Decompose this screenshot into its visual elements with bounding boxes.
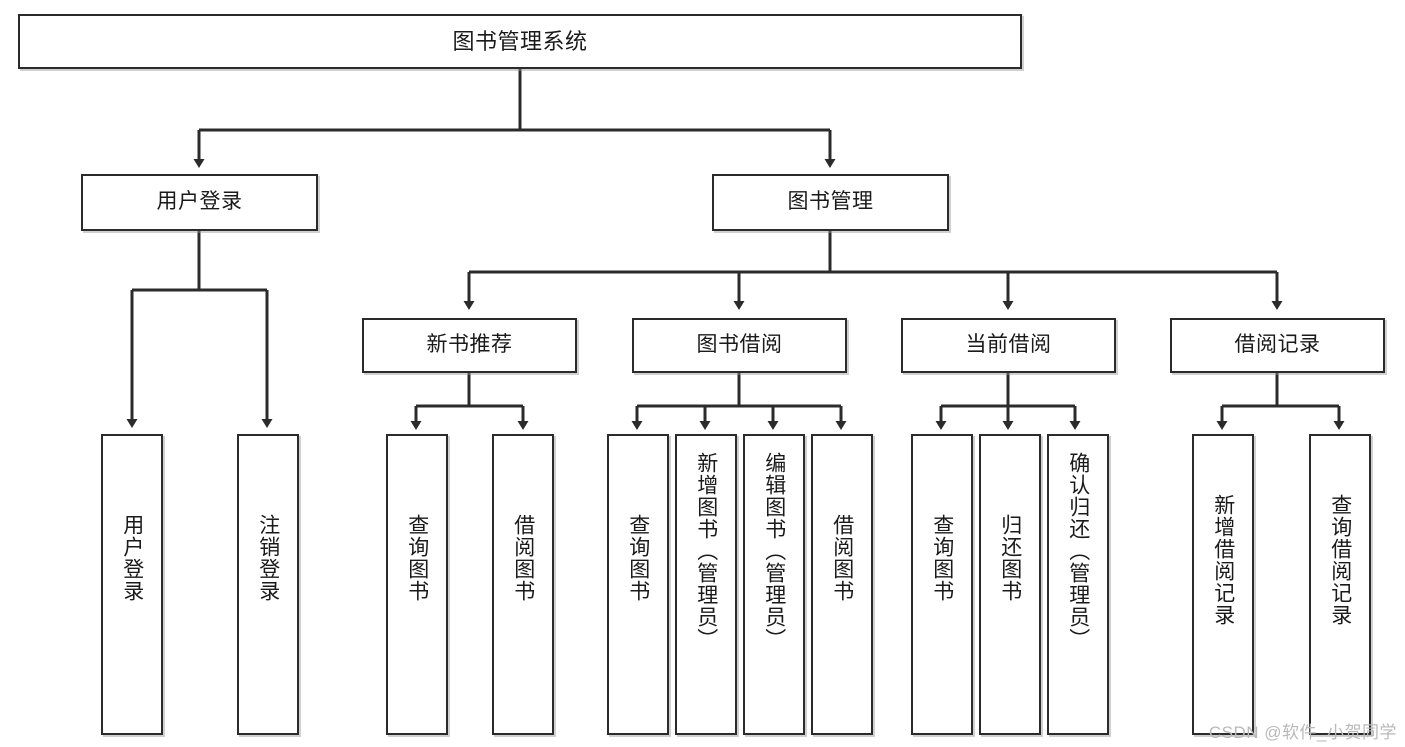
node-book-borrow[interactable]: 图书借阅 xyxy=(632,318,847,373)
node-user-login-label: 用户登录 xyxy=(156,190,243,214)
node-root[interactable]: 图书管理系统 xyxy=(18,14,1022,69)
node-current-borrow[interactable]: 当前借阅 xyxy=(901,318,1116,373)
leaf-label: 借阅图书 xyxy=(830,514,854,602)
leaf-label: 借阅图书 xyxy=(511,514,535,602)
leaf-label: 查询图书 xyxy=(405,514,429,602)
watermark-text: CSDN @软件_小贺同学 xyxy=(1208,723,1397,742)
leaf-book-borrow-edit[interactable]: 编辑图书（管理员） xyxy=(743,434,805,735)
leaf-label: 新增图书（管理员） xyxy=(694,452,718,650)
node-current-borrow-label: 当前借阅 xyxy=(965,333,1052,357)
node-borrow-records-label: 借阅记录 xyxy=(1234,333,1321,357)
leaf-current-borrow-return[interactable]: 归还图书 xyxy=(979,434,1041,735)
leaf-user-login-logout[interactable]: 注销登录 xyxy=(237,434,299,735)
leaf-current-borrow-query[interactable]: 查询图书 xyxy=(911,434,973,735)
node-new-book-recommend[interactable]: 新书推荐 xyxy=(362,318,577,373)
leaf-label: 归还图书 xyxy=(998,514,1022,602)
leaf-book-borrow-add[interactable]: 新增图书（管理员） xyxy=(675,434,737,735)
leaf-label: 编辑图书（管理员） xyxy=(762,452,786,650)
leaf-label: 注销登录 xyxy=(256,514,280,602)
node-book-management[interactable]: 图书管理 xyxy=(712,174,949,231)
leaf-label: 查询借阅记录 xyxy=(1328,494,1352,626)
leaf-current-borrow-confirm[interactable]: 确认归还（管理员） xyxy=(1047,434,1109,735)
node-book-management-label: 图书管理 xyxy=(787,190,874,214)
leaf-book-borrow-query[interactable]: 查询图书 xyxy=(607,434,669,735)
node-root-label: 图书管理系统 xyxy=(452,28,588,54)
node-new-book-recommend-label: 新书推荐 xyxy=(426,333,513,357)
leaf-new-book-query[interactable]: 查询图书 xyxy=(386,434,448,735)
node-book-borrow-label: 图书借阅 xyxy=(696,333,783,357)
leaf-label: 新增借阅记录 xyxy=(1211,494,1235,626)
leaf-label: 确认归还（管理员） xyxy=(1066,452,1090,650)
leaf-label: 查询图书 xyxy=(930,514,954,602)
node-borrow-records[interactable]: 借阅记录 xyxy=(1170,318,1385,373)
leaf-new-book-borrow[interactable]: 借阅图书 xyxy=(492,434,554,735)
leaf-borrow-record-query[interactable]: 查询借阅记录 xyxy=(1309,434,1371,735)
leaf-label: 查询图书 xyxy=(626,514,650,602)
node-user-login[interactable]: 用户登录 xyxy=(81,174,318,231)
leaf-label: 用户登录 xyxy=(120,514,144,602)
leaf-borrow-record-add[interactable]: 新增借阅记录 xyxy=(1192,434,1254,735)
leaf-book-borrow-borrow[interactable]: 借阅图书 xyxy=(811,434,873,735)
leaf-user-login-login[interactable]: 用户登录 xyxy=(101,434,163,735)
